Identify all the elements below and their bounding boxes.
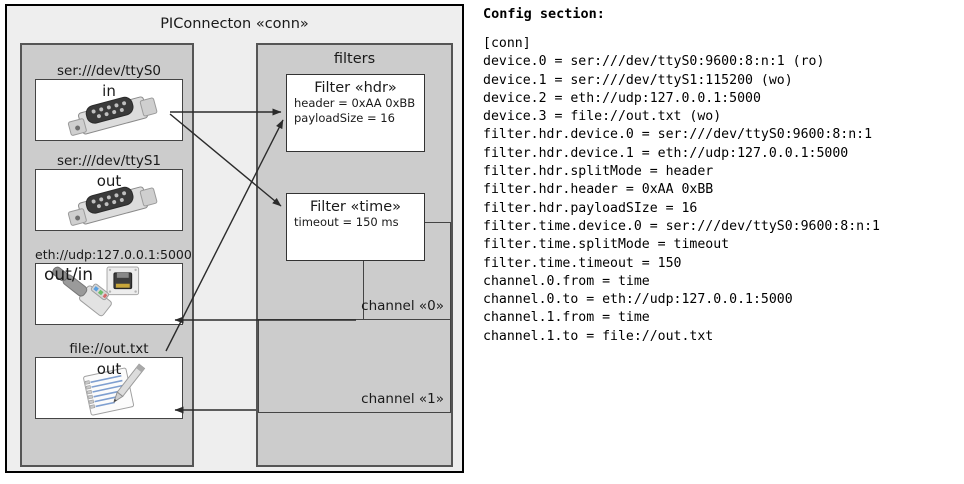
filters-panel-title: filters xyxy=(333,51,376,67)
config-line: channel.1.to = file://out.txt xyxy=(483,328,714,344)
device-box[interactable]: out/in xyxy=(35,263,183,325)
config-line: channel.1.from = time xyxy=(483,310,650,326)
channel-label: channel «1» xyxy=(361,391,444,407)
config-line: device.3 = file://out.txt (wo) xyxy=(483,109,722,125)
devices-panel: ser:///dev/ttyS0 in xyxy=(20,43,194,467)
device-box[interactable]: out xyxy=(35,169,183,231)
device-box[interactable]: in xyxy=(35,79,183,141)
device-ser-ttys0[interactable]: ser:///dev/ttyS0 in xyxy=(35,63,183,141)
filter-hdr[interactable]: Filter «hdr» header = 0xAA 0xBB payloadS… xyxy=(286,74,425,152)
device-eth-udp[interactable]: eth://udp:127.0.0.1:5000 out/in xyxy=(35,247,192,325)
device-caption: ser:///dev/ttyS1 xyxy=(57,153,161,169)
channel-label: channel «0» xyxy=(361,298,444,314)
filter-prop-payloadsize: payloadSize = 16 xyxy=(294,111,395,125)
device-direction-label: in xyxy=(102,82,116,100)
config-line: device.2 = eth://udp:127.0.0.1:5000 xyxy=(483,90,761,106)
filter-prop-header: header = 0xAA 0xBB xyxy=(294,96,416,110)
serial-port-icon xyxy=(67,186,158,226)
device-ser-ttys1[interactable]: ser:///dev/ttyS1 out xyxy=(35,153,183,231)
device-caption: ser:///dev/ttyS0 xyxy=(57,63,161,79)
filter-time[interactable]: Filter «time» timeout = 150 ms xyxy=(286,193,425,261)
serial-port-icon xyxy=(67,96,158,136)
filter-title: Filter «hdr» xyxy=(314,80,397,96)
config-heading: Config section: xyxy=(483,6,605,22)
config-line: filter.time.device.0 = ser:///dev/ttyS0:… xyxy=(483,218,880,234)
config-line: [conn] xyxy=(483,36,531,51)
channel-1-box[interactable]: channel «1» xyxy=(258,319,451,413)
device-caption: eth://udp:127.0.0.1:5000 xyxy=(35,247,192,262)
diagram-title: PIConnecton «conn» xyxy=(160,16,309,32)
config-line: channel.0.from = time xyxy=(483,273,650,289)
config-section: Config section: [conn] device.0 = ser:///… xyxy=(483,6,961,346)
config-line: filter.time.splitMode = timeout xyxy=(483,237,730,253)
config-line: device.1 = ser:///dev/ttyS1:115200 (wo) xyxy=(483,72,793,88)
config-line: device.0 = ser:///dev/ttyS0:9600:8:n:1 (… xyxy=(483,54,825,70)
config-line: filter.hdr.splitMode = header xyxy=(483,164,714,180)
filter-prop-timeout: timeout = 150 ms xyxy=(294,215,399,229)
text-file-icon xyxy=(83,363,146,416)
config-line: filter.hdr.payloadSIze = 16 xyxy=(483,200,698,216)
device-direction-label: out/in xyxy=(44,265,94,285)
device-file-out[interactable]: file://out.txt out xyxy=(35,341,183,419)
device-box[interactable]: out xyxy=(35,357,183,419)
device-direction-label: out xyxy=(96,360,122,378)
device-direction-label: out xyxy=(96,172,122,190)
config-line: filter.hdr.device.1 = eth://udp:127.0.0.… xyxy=(483,145,849,161)
config-line: filter.hdr.device.0 = ser:///dev/ttyS0:9… xyxy=(483,127,873,143)
connector-diagram: PIConnecton «conn» ser:///dev/ttyS0 in xyxy=(5,4,464,473)
filters-panel: filters channel «0» channel «1» Filter «… xyxy=(256,43,453,467)
config-line: filter.hdr.header = 0xAA 0xBB xyxy=(483,182,714,198)
config-line: channel.0.to = eth://udp:127.0.0.1:5000 xyxy=(483,292,793,308)
ethernet-plug-icon xyxy=(52,266,140,317)
device-caption: file://out.txt xyxy=(69,341,149,357)
filter-title: Filter «time» xyxy=(309,199,402,215)
config-lines: [conn] device.0 = ser:///dev/ttyS0:9600:8… xyxy=(483,35,961,346)
config-line: filter.time.timeout = 150 xyxy=(483,255,682,271)
